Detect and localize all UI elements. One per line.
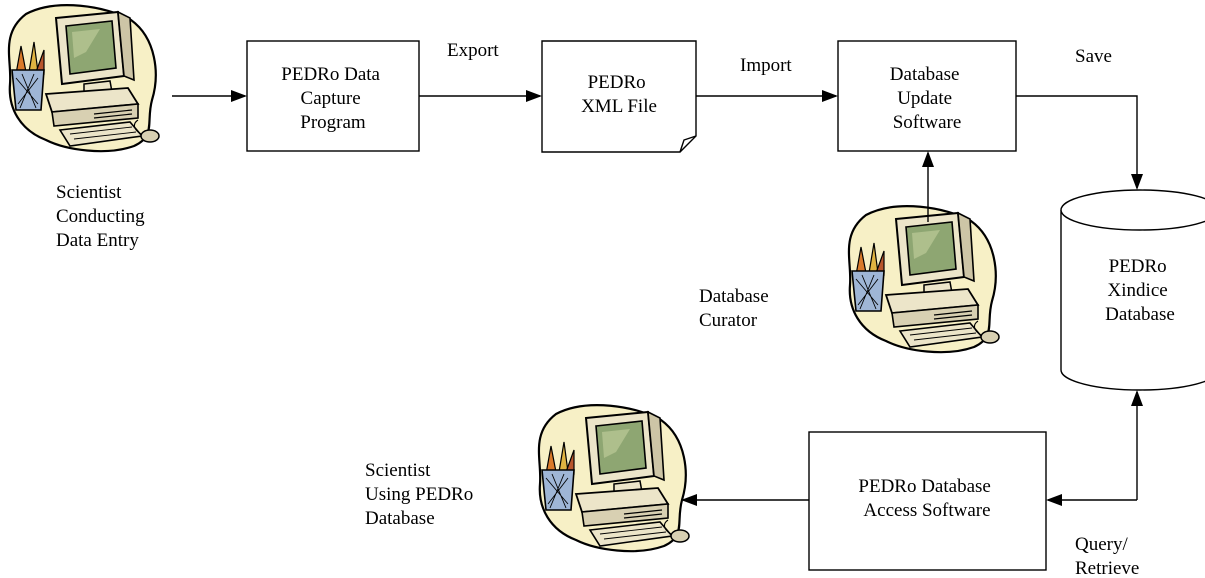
capture-program-box [246, 40, 420, 152]
computer-clipart-icon [847, 205, 1001, 354]
xml-file-document [541, 40, 697, 153]
access-software-label: PEDRo Database Access Software [858, 476, 995, 521]
access-software-box [808, 431, 1047, 571]
data-entry-scientist-label: Scientist Conducting Data Entry [56, 182, 149, 251]
update-software-label: Database Update Software [890, 64, 964, 133]
xml-file-label: PEDRo XML File [581, 72, 657, 117]
computer-clipart-icon [7, 4, 161, 153]
update-software-box [837, 40, 1017, 152]
using-scientist-label: Scientist Using PEDRo Database [365, 460, 478, 529]
xml-file-fold [679, 135, 697, 153]
export-label: Export [447, 40, 499, 61]
database-label: PEDRo Xindice Database [1105, 256, 1175, 325]
computer-clipart-icon [537, 404, 691, 553]
curator-label: Database Curator [699, 286, 773, 331]
save-arrow [1016, 95, 1143, 190]
capture-program-label: PEDRo Data Capture Program [281, 64, 384, 133]
database-cylinder [1060, 189, 1205, 391]
query-retrieve-label: Query/ Retrieve [1075, 534, 1139, 578]
import-label: Import [740, 55, 792, 76]
save-label: Save [1075, 46, 1112, 67]
